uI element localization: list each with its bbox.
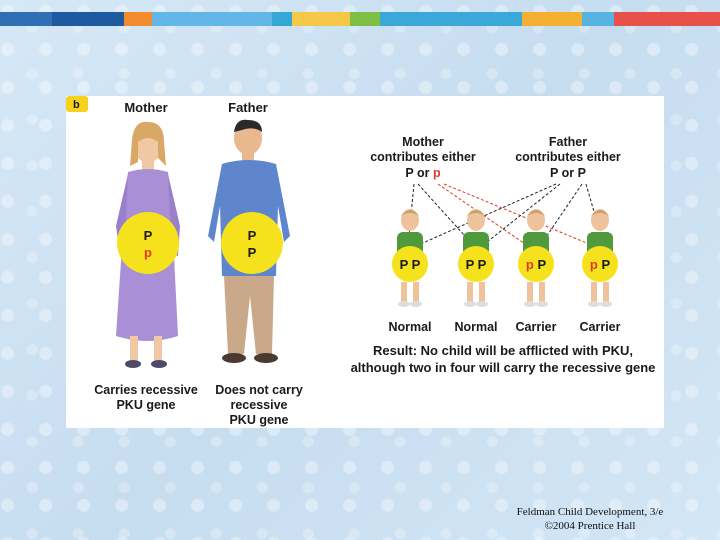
child-figure: p P Carrier (516, 209, 557, 334)
color-stripe-segment (52, 12, 124, 26)
color-stripe-segment (124, 12, 152, 26)
child-label: Normal (454, 320, 497, 334)
mother-caption-line-2: PKU gene (116, 398, 175, 412)
child-genotype: P P (466, 257, 487, 272)
father-contrib-line-2: contributes either (515, 150, 621, 164)
child-figure: p P Carrier (580, 209, 621, 334)
mother-contrib-line-1: Mother (402, 135, 444, 149)
child-genotype: p P (526, 257, 547, 272)
father-title: Father (228, 100, 268, 115)
child-label: Carrier (516, 320, 557, 334)
mother-contrib-line-2: contributes either (370, 150, 476, 164)
pku-inheritance-figure: b Mother Father P (66, 96, 664, 428)
child-label: Normal (388, 320, 431, 334)
credit-line-2: ©2004 Prentice Hall (544, 520, 636, 532)
child-allele-2: P (534, 257, 547, 272)
child-allele-1: p (526, 257, 534, 272)
child-label: Carrier (580, 320, 621, 334)
child-allele-1: P (466, 257, 475, 272)
child-genotype: P P (400, 257, 421, 272)
mother-allele-1: P (144, 228, 153, 243)
father-caption-line-3: PKU gene (229, 413, 288, 427)
child-genotype: p P (590, 257, 611, 272)
father-caption-line-2: recessive (230, 398, 287, 412)
slide-credit: Feldman Child Development, 3/e ©2004 Pre… (480, 505, 700, 533)
result-line-1: Result: No child will be afflicted with … (373, 343, 633, 358)
child-figure: P P Normal (388, 209, 432, 334)
child-allele-2: P (474, 257, 487, 272)
credit-line-1: Feldman Child Development, 3/e (516, 506, 664, 518)
child-allele-1: p (590, 257, 598, 272)
father-genotype-circle (221, 212, 283, 274)
mother-allele-2: p (144, 245, 152, 260)
mother-genotype-circle (117, 212, 179, 274)
result-line-2: although two in four will carry the rece… (351, 360, 656, 375)
color-stripe-segment (292, 12, 350, 26)
figure-badge (66, 96, 88, 112)
color-stripe-segment (0, 12, 52, 26)
child-allele-1: P (400, 257, 409, 272)
father-contrib-line-1: Father (549, 135, 587, 149)
color-stripe-segment (380, 12, 522, 26)
mother-choice-dominant: P (405, 166, 413, 180)
father-allele-2: P (248, 245, 257, 260)
color-stripe-segment (614, 12, 720, 26)
mother-title: Mother (124, 100, 167, 115)
child-allele-2: P (598, 257, 611, 272)
mother-choice-or: or (414, 166, 433, 180)
color-stripe-segment (582, 12, 614, 26)
color-stripe-segment (350, 12, 380, 26)
figure-canvas: b Mother Father P (66, 96, 656, 427)
child-allele-2: P (408, 257, 421, 272)
inheritance-lines (407, 183, 605, 247)
color-stripe-segment (152, 12, 272, 26)
father-allele-1: P (248, 228, 257, 243)
father-contrib-choice: P or P (550, 166, 586, 180)
child-figure: P P Normal (454, 209, 498, 334)
figure-badge-label: b (73, 99, 80, 111)
color-stripe-segment (522, 12, 582, 26)
mother-caption-line-1: Carries recessive (94, 383, 198, 397)
mother-choice-recessive: p (433, 166, 441, 180)
mother-contrib-choice: P or p (405, 166, 441, 180)
color-stripe-bar (0, 12, 720, 26)
children-row: P P Normal P P Normal p P Carrier p P Carrier (388, 209, 621, 334)
father-caption-line-1: Does not carry (215, 383, 303, 397)
color-stripe-segment (272, 12, 292, 26)
